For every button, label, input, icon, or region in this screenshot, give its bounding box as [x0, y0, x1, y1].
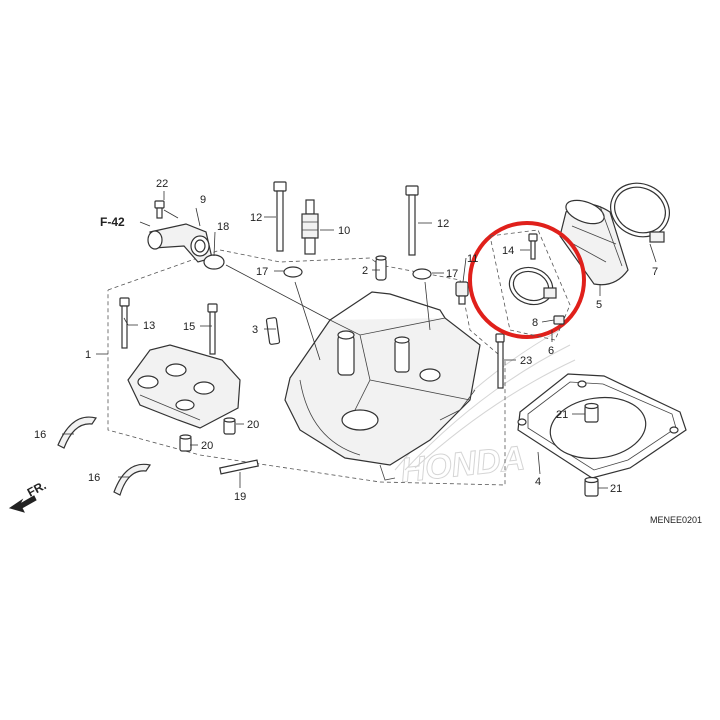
dowel-20a: [223, 417, 236, 435]
callout-17b: 17: [446, 268, 458, 280]
callout-11: 11: [467, 253, 478, 265]
bolt-15: [207, 303, 218, 355]
callout-9: 9: [200, 194, 206, 206]
callout-12a: 12: [250, 212, 262, 224]
leader-lines: [62, 191, 657, 489]
guide-16a: [57, 416, 97, 449]
callout-1: 1: [85, 349, 91, 361]
callout-20b: 20: [201, 440, 213, 452]
callout-21b: 21: [610, 483, 622, 495]
callout-5: 5: [596, 299, 602, 311]
callout-19: 19: [234, 491, 246, 503]
bolt-13: [119, 297, 130, 349]
diagram-code: MENEE0201: [650, 515, 702, 525]
guide-16b: [113, 463, 151, 496]
sensor-11: [455, 281, 469, 305]
front-arrow: FR.: [8, 478, 49, 513]
callout-10: 10: [338, 225, 350, 237]
cylinder-head: [284, 291, 481, 481]
insulator-5: [559, 199, 629, 286]
highlight-circle: [468, 221, 586, 339]
callout-16b: 16: [88, 472, 100, 484]
plug-2: [375, 255, 387, 281]
callout-8: 8: [532, 317, 538, 329]
callout-3: 3: [252, 324, 258, 336]
bolt-12b: [405, 185, 419, 256]
head-group-outline: [107, 249, 506, 486]
o-ring-18: [203, 254, 225, 270]
callout-2: 2: [362, 265, 368, 277]
camshaft-holder: [127, 344, 241, 429]
bolt-22: [154, 200, 165, 219]
callout-21a: 21: [556, 409, 568, 421]
callout-12b: 12: [437, 218, 449, 230]
callout-18: 18: [217, 221, 229, 233]
dowel-21b: [584, 476, 599, 497]
stud-19: [219, 459, 259, 475]
dowel-21a: [584, 402, 599, 423]
callout-20a: 20: [247, 419, 259, 431]
callout-4: 4: [535, 476, 541, 488]
callout-labels: 1 2 3 4 5 6 7 8 9 10 11 12 12 13 14 15 1…: [34, 178, 658, 503]
callout-17a: 17: [256, 266, 268, 278]
clamp-6-ring: [508, 266, 557, 306]
callout-7: 7: [652, 266, 658, 278]
washer-17b: [412, 268, 432, 280]
callout-13: 13: [143, 320, 155, 332]
callout-22: 22: [156, 178, 168, 190]
guide-3: [265, 317, 281, 345]
gasket-4: [517, 373, 687, 479]
reference-label: F-42: [100, 215, 125, 229]
callout-14: 14: [502, 245, 514, 257]
water-joint-9: [147, 223, 213, 263]
stud-23: [495, 333, 505, 389]
bolt-12a: [273, 181, 287, 252]
dowel-20b: [179, 434, 192, 452]
callout-15: 15: [183, 321, 195, 333]
nut-8: [553, 315, 565, 325]
screw-14: [528, 233, 538, 260]
front-label: FR.: [25, 478, 49, 499]
washer-17a: [283, 266, 303, 278]
callout-16a: 16: [34, 429, 46, 441]
clamp-7: [610, 182, 670, 243]
callout-23: 23: [520, 355, 532, 367]
spark-plug-10: [301, 199, 319, 255]
callout-6: 6: [548, 345, 554, 357]
